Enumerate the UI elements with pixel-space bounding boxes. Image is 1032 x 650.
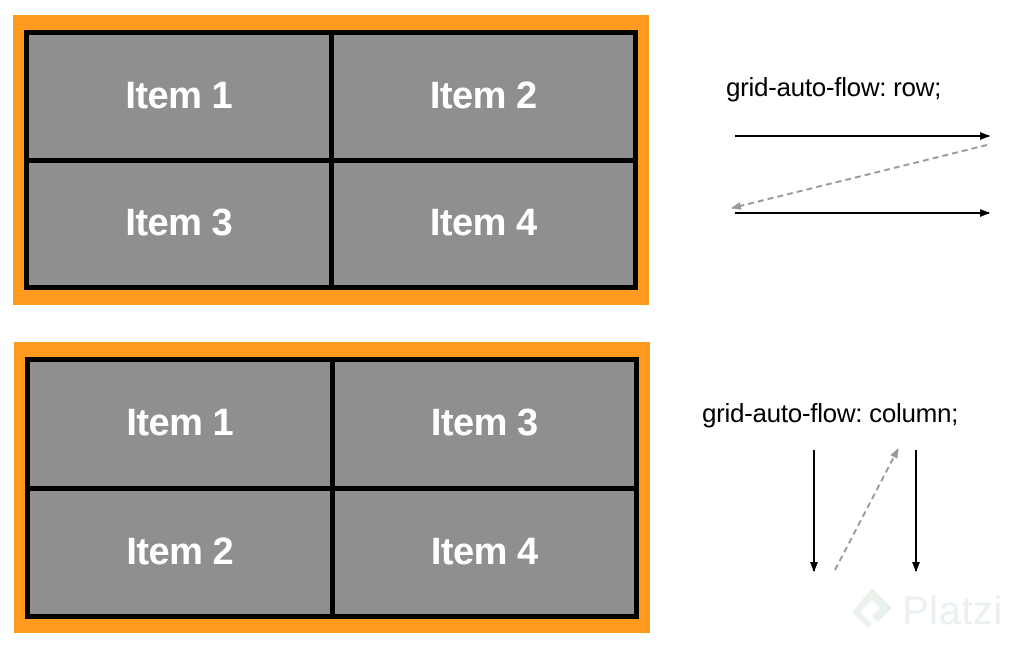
grid-item: Item 4 bbox=[333, 162, 633, 285]
watermark-text: Platzi bbox=[902, 588, 1003, 633]
grid-item: Item 4 bbox=[334, 490, 634, 614]
column-flow-grid-inner: Item 1 Item 3 Item 2 Item 4 bbox=[25, 357, 639, 619]
row-flow-return-arrow bbox=[731, 144, 988, 210]
grid-item: Item 1 bbox=[30, 362, 330, 486]
column-flow-caption: grid-auto-flow: column; bbox=[702, 398, 959, 428]
grid-item: Item 2 bbox=[30, 490, 330, 614]
row-flow-grid: Item 1 Item 2 Item 3 Item 4 bbox=[13, 15, 649, 305]
grid-item: Item 3 bbox=[29, 162, 329, 285]
grid-item: Item 2 bbox=[333, 35, 633, 158]
grid-item: Item 3 bbox=[334, 362, 634, 486]
column-flow-grid: Item 1 Item 3 Item 2 Item 4 bbox=[14, 342, 650, 633]
grid-item: Item 1 bbox=[29, 35, 329, 158]
platzi-watermark: Platzi bbox=[848, 584, 1003, 638]
row-flow-caption: grid-auto-flow: row; bbox=[726, 72, 942, 102]
platzi-logo-icon bbox=[852, 588, 892, 628]
row-flow-grid-inner: Item 1 Item 2 Item 3 Item 4 bbox=[24, 30, 638, 290]
column-flow-return-arrow bbox=[834, 448, 899, 571]
